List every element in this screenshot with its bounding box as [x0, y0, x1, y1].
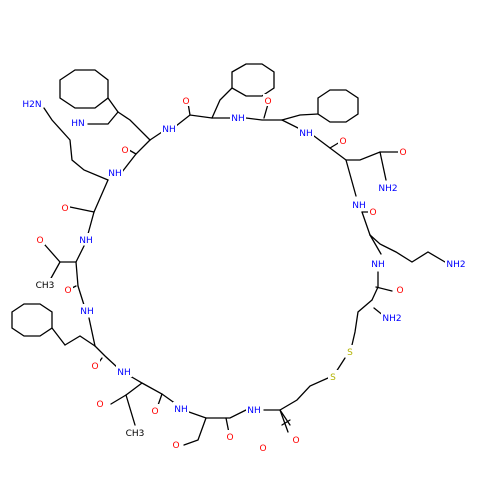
atom-label-bg — [377, 181, 399, 193]
atom-label-bg — [395, 283, 405, 295]
atom-label-n9: HN — [71, 119, 85, 129]
atom-label-bg — [181, 94, 191, 106]
atom-label-o5: O — [264, 97, 271, 107]
group-label-c1: CH3 — [36, 281, 55, 291]
atom-label-bg — [291, 433, 301, 445]
atom-label-bg — [35, 233, 45, 245]
atom-label-o9: O — [36, 236, 43, 246]
group-label-c2: CH3 — [126, 429, 145, 439]
atom-label-s1: S — [347, 348, 353, 358]
atom-label-o2: O — [369, 208, 376, 218]
atom-label-bg — [263, 94, 273, 106]
atom-label-bg — [107, 166, 123, 178]
atom-label-bg — [63, 283, 73, 295]
atom-label-bg — [79, 304, 95, 316]
atom-layer: NH2NHONH2SSNHOONH2ONHONHONHHNH2NONHONHOO… — [21, 94, 467, 454]
atom-label-o13: O — [151, 407, 158, 417]
atom-label-n10: H2N — [22, 100, 41, 110]
atom-label-bg — [381, 311, 403, 323]
atom-label-bg — [95, 397, 105, 409]
atom-label-bg — [445, 257, 467, 269]
atom-label-bg — [370, 257, 386, 269]
atom-label-bg — [398, 145, 408, 157]
atom-label-bg — [116, 365, 132, 377]
atom-label-bg — [368, 205, 378, 217]
atom-label-o11: O — [91, 362, 98, 372]
atom-label-o15: O — [226, 433, 233, 443]
atom-label-n8: NH — [162, 125, 176, 135]
atom-label-n11: NH — [108, 169, 122, 179]
atom-label-bg — [90, 359, 100, 371]
atom-label-o3: O — [399, 148, 406, 158]
atom-label-o7: O — [121, 146, 128, 156]
atom-label-bg — [338, 134, 348, 146]
atom-label-o17: O — [292, 436, 299, 446]
atom-label-n2: NH — [371, 260, 385, 270]
atom-label-bg — [150, 404, 160, 416]
atom-label-n5: NH2 — [378, 184, 397, 194]
atom-label-bg — [34, 278, 56, 290]
atom-label-bg — [345, 345, 355, 357]
atom-label-bg — [230, 111, 246, 123]
atom-label-bg — [120, 143, 130, 155]
atom-label-s2: S — [330, 373, 336, 383]
atom-label-bg — [258, 441, 268, 453]
atom-label-bg — [328, 370, 338, 382]
atom-label-bg — [225, 430, 235, 442]
atom-label-n16: NH — [247, 406, 261, 416]
atom-label-bg — [246, 403, 262, 415]
atom-label-n4: NH — [352, 201, 366, 211]
atom-label-n13: NH — [80, 307, 94, 317]
atom-label-bg — [351, 198, 367, 210]
atom-label-bg — [173, 402, 189, 414]
atom-label-bg — [60, 201, 70, 213]
atom-label-bg — [161, 122, 177, 134]
atom-label-o6: O — [182, 97, 189, 107]
atom-label-n3: NH2 — [382, 314, 401, 324]
atom-label-o1: O — [396, 286, 403, 296]
atom-label-n7: NH — [231, 114, 245, 124]
atom-label-bg — [298, 126, 314, 138]
atom-label-o16: O — [259, 444, 266, 454]
atom-label-n6: NH — [299, 129, 313, 139]
atom-label-bg — [124, 426, 146, 438]
atom-label-o14: O — [172, 441, 179, 451]
atom-label-bg — [21, 97, 43, 109]
atom-label-o12: O — [96, 400, 103, 410]
atom-label-o8: O — [61, 204, 68, 214]
atom-label-n15: NH — [174, 405, 188, 415]
atom-label-n1: NH2 — [446, 260, 465, 270]
atom-label-bg — [171, 438, 181, 450]
atom-label-o4: O — [339, 137, 346, 147]
atom-label-bg — [78, 233, 94, 245]
atom-label-o10: O — [64, 286, 71, 296]
atom-label-n14: NH — [117, 368, 131, 378]
atom-label-bg — [70, 116, 86, 128]
atom-label-n12: NH — [79, 236, 93, 246]
